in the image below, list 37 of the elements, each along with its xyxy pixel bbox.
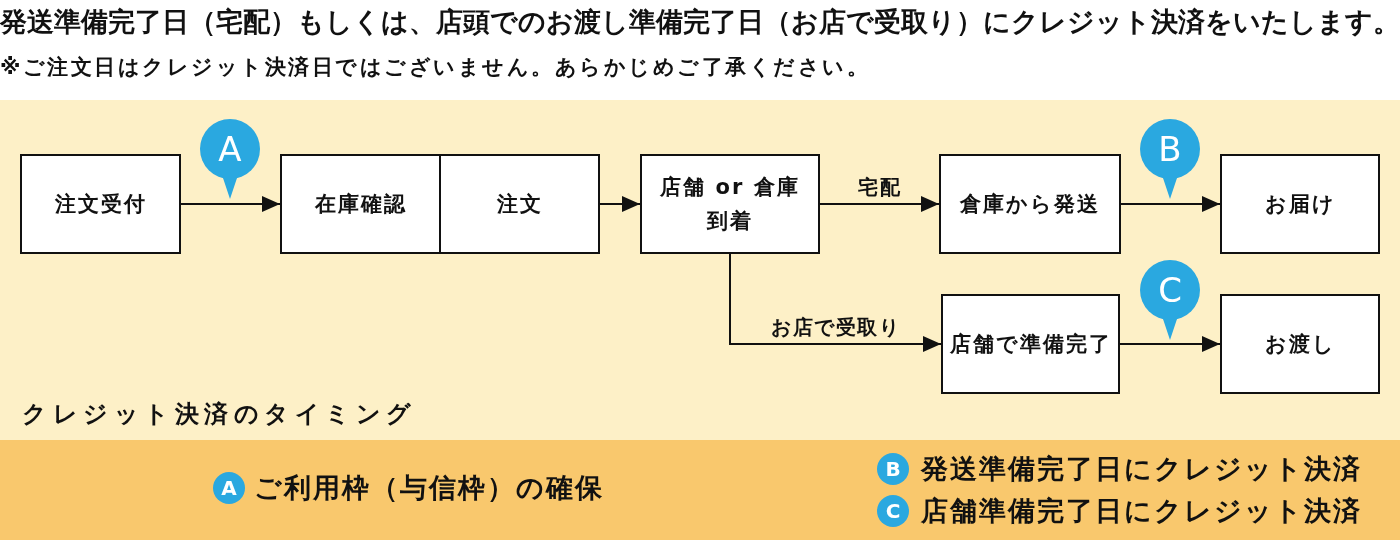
process-box [439, 154, 600, 254]
arrow [1119, 336, 1221, 352]
letter-marker: A [213, 472, 245, 504]
letter-marker: B [877, 453, 909, 485]
summary-text: 発送準備完了日にクレジット決済 [921, 452, 1362, 486]
edge-label: 宅配 [856, 175, 903, 199]
arrow [1120, 196, 1221, 212]
timing-panel [0, 100, 1400, 440]
step-label: 在庫確認 [314, 191, 407, 218]
step-label: 店舗で準備完了 [949, 331, 1112, 358]
process-box [640, 154, 820, 254]
process-box [20, 154, 181, 254]
letter-marker: C [877, 495, 909, 527]
callout-pin: C [1140, 260, 1200, 340]
note-text: ※ご注文日はクレジット決済日ではございません。あらかじめご了承ください。 [0, 54, 871, 81]
summary-text: ご利用枠（与信枠）の確保 [254, 471, 604, 505]
process-box [939, 154, 1121, 254]
step-label: お渡し [1264, 331, 1336, 358]
panel-heading: クレジット決済のタイミング [22, 400, 417, 428]
step-label: 店舗 or 倉庫到着 [659, 174, 801, 235]
summary-band [0, 440, 1400, 540]
arrow [819, 196, 940, 212]
process-box [941, 294, 1120, 394]
step-label: 注文 [496, 191, 543, 218]
process-box [1220, 154, 1380, 254]
arrow [729, 253, 942, 352]
arrow [599, 196, 641, 212]
step-label: 注文受付 [54, 191, 147, 218]
summary-text: 店舗準備完了日にクレジット決済 [921, 494, 1362, 528]
step-label: 倉庫から発送 [960, 191, 1100, 218]
callout-pin: B [1140, 119, 1200, 199]
process-box [280, 154, 441, 254]
step-label: お届け [1264, 191, 1336, 218]
process-box [1220, 294, 1380, 394]
callout-pin: A [200, 119, 260, 199]
page-title: 発送準備完了日（宅配）もしくは、店頭でのお渡し準備完了日（お店で受取り）にクレジット決済をいたします。 [0, 5, 1400, 39]
arrow [180, 196, 281, 212]
